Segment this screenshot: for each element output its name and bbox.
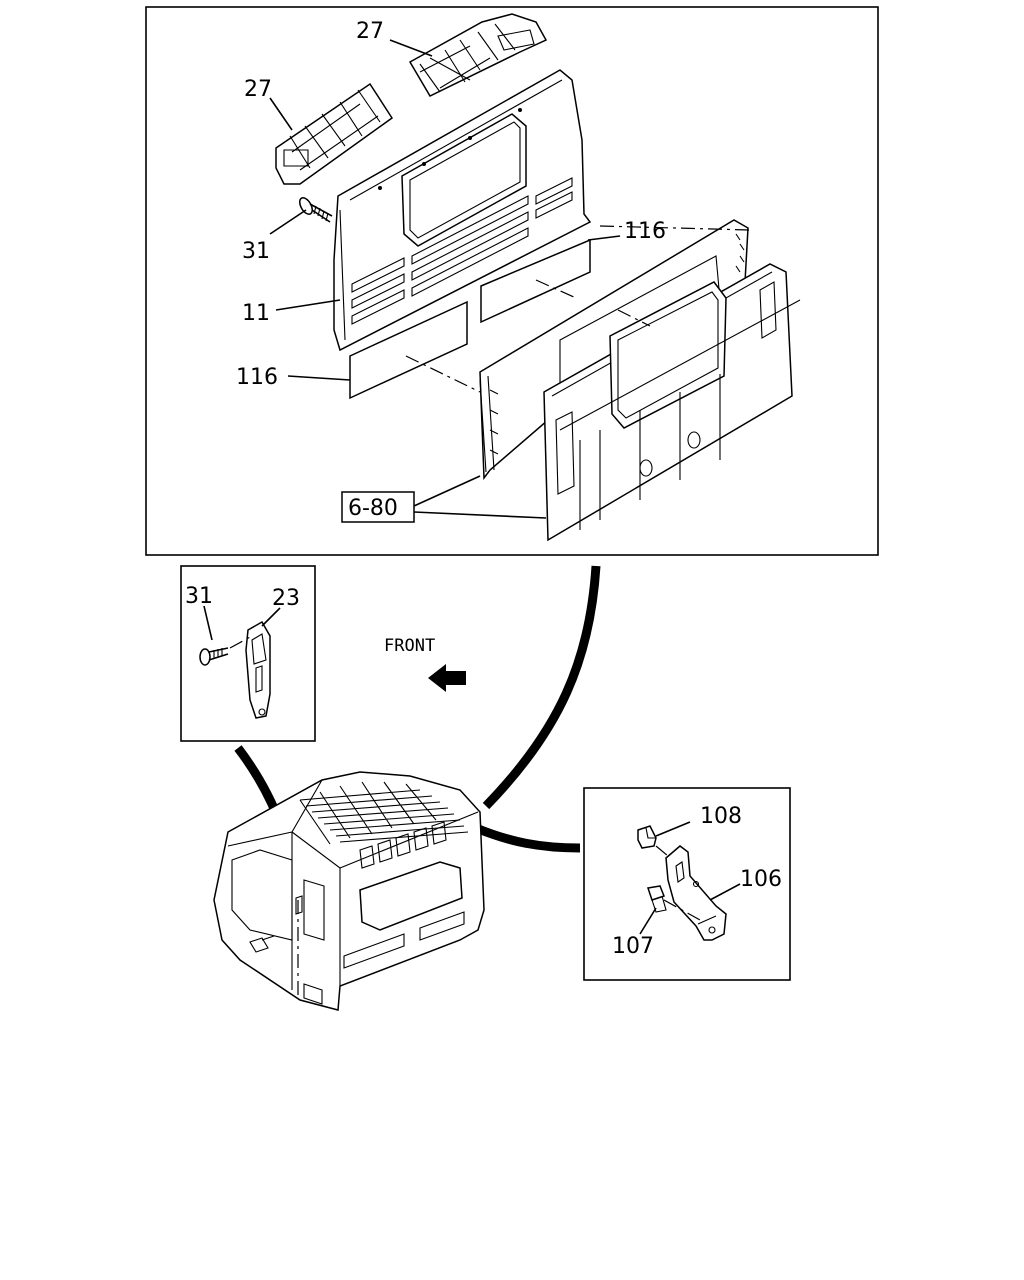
- callout-106: 106: [740, 867, 782, 892]
- part-27-right-grille: [408, 13, 548, 97]
- part-27-left-grille: [275, 82, 394, 185]
- connector-bracket-to-cab: [474, 823, 581, 853]
- callout-31-inset: 31: [185, 584, 213, 609]
- callout-107: 107: [612, 934, 654, 959]
- connector-main-to-cab: [482, 565, 601, 810]
- leader-107: [639, 907, 657, 935]
- callout-108: 108: [700, 804, 742, 829]
- cab-overview: [213, 771, 485, 1011]
- alignment-line-top: [599, 225, 751, 231]
- alignment-line-right-2: [617, 309, 651, 327]
- callout-27-left: 27: [244, 77, 272, 102]
- leader-lines-main: [269, 39, 621, 519]
- callout-23: 23: [272, 586, 300, 611]
- leader-31-inset: [203, 605, 213, 641]
- part-31-inset-screw: [199, 647, 229, 666]
- leader-23: [261, 607, 281, 627]
- leader-106: [709, 883, 741, 901]
- callout-6-80: 6-80: [348, 496, 398, 521]
- leader-108: [655, 821, 691, 837]
- alignment-line-inset: [229, 635, 253, 649]
- front-direction-label: FRONT: [384, 636, 435, 656]
- callout-116-right: 116: [624, 219, 666, 244]
- alignment-line-108: [655, 845, 669, 857]
- inset-clip-frame: [180, 565, 316, 742]
- part-23-clip: [245, 620, 271, 719]
- part-116-left-pad: [349, 300, 468, 400]
- part-108-nut: [637, 825, 657, 849]
- ref-box-6-80: [341, 491, 415, 523]
- front-arrow-icon: [428, 664, 466, 692]
- main-detail-frame: [145, 6, 879, 556]
- callout-116-left: 116: [236, 365, 278, 390]
- part-107-bolt: [647, 885, 667, 913]
- callout-11: 11: [242, 301, 270, 326]
- callout-27-right: 27: [356, 19, 384, 44]
- alignment-line-107: [663, 899, 701, 921]
- alignment-line-left: [405, 355, 481, 393]
- part-116-right-pad: [480, 238, 591, 324]
- part-11-rear-panel: [333, 69, 592, 352]
- cab-back-panel-assembly: [479, 219, 801, 542]
- part-106-bracket: [665, 845, 727, 941]
- part-31-screw: [299, 197, 333, 223]
- inset-bracket-frame: [583, 787, 791, 981]
- callout-31: 31: [242, 239, 270, 264]
- alignment-line-right: [535, 279, 577, 299]
